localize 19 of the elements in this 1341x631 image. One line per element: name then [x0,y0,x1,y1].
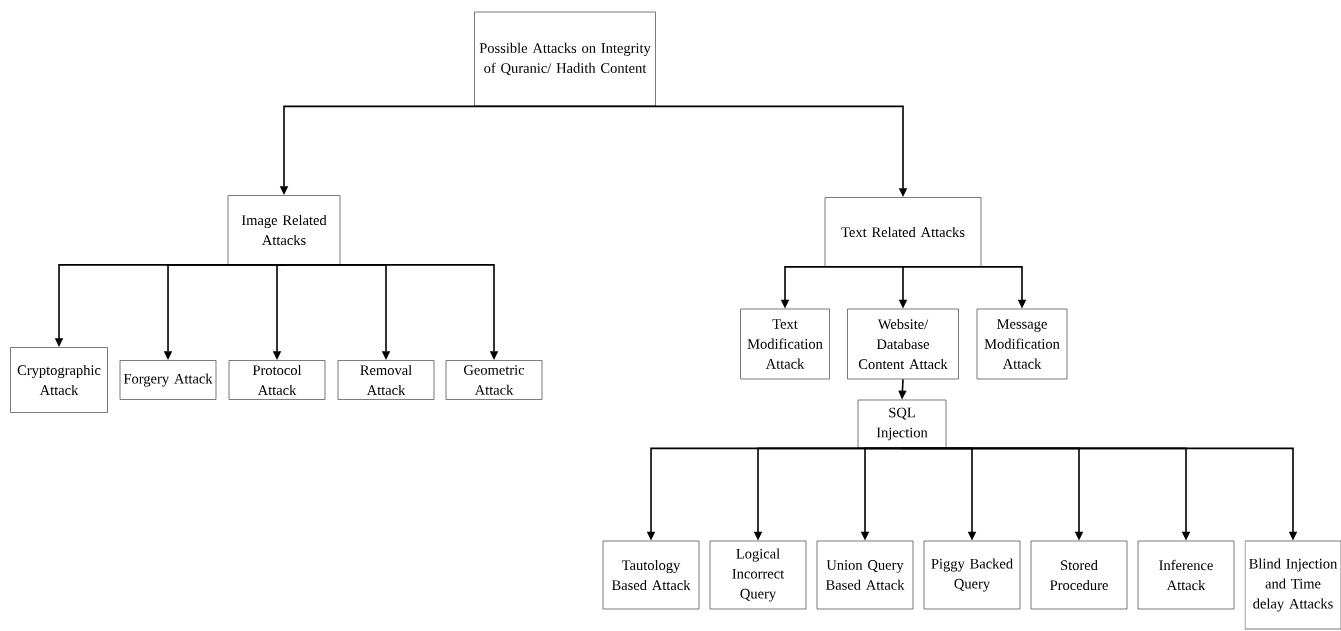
attack-box: Tautology Based Attack [602,540,700,610]
attack-box: Message Modification Attack [976,308,1068,380]
attack-box: Forgery Attack [119,360,217,400]
attack-box: Union Query Based Attack [816,540,914,610]
attack-box: Website/ Database Content Attack [847,308,959,380]
attack-box: Text Modification Attack [740,308,830,380]
attack-box: Inference Attack [1137,540,1235,610]
attack-box: Image Related Attacks [227,195,341,265]
attack-box: Stored Procedure [1030,540,1128,610]
attack-box: Protocol Attack [228,360,326,400]
attack-box: Geometric Attack [445,360,543,400]
attack-box: Piggy Backed Query [923,540,1021,610]
attack-box: Logical Incorrect Query [709,540,807,610]
attack-box: SQL Injection [857,399,947,449]
attack-box: Cryptographic Attack [10,347,108,413]
attack-box: Text Related Attacks [824,197,982,267]
attack-box: Removal Attack [337,360,435,400]
attack-box: Blind Injection and Time delay Attacks [1244,540,1341,630]
attack-box: Possible Attacks on Integrity of Quranic/ Hadith Content [474,11,656,107]
